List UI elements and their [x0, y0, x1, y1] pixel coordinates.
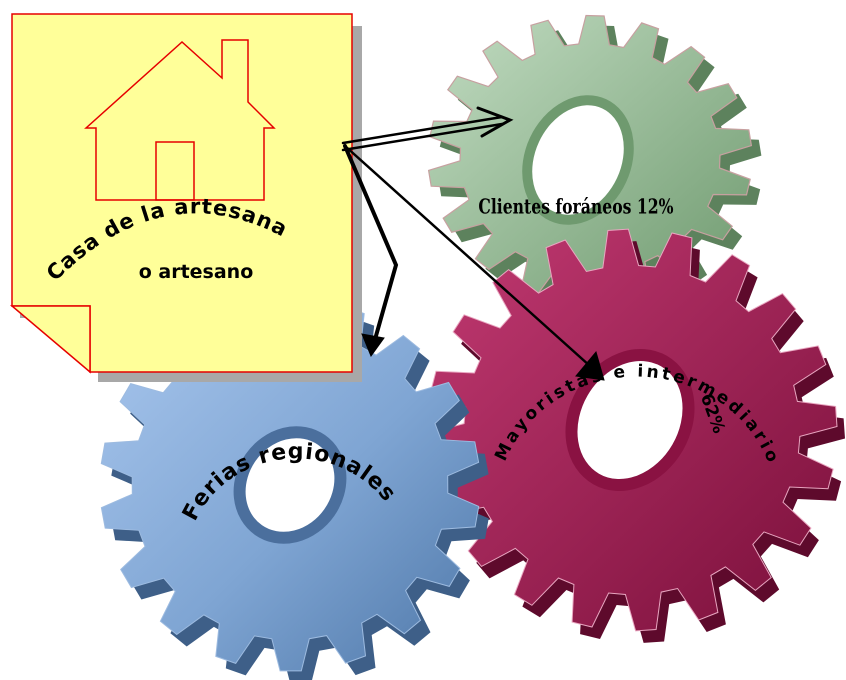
label-clientes-foraneos: Clientes foráneos 12% [478, 196, 673, 219]
house-title-line2: o artesano [139, 261, 254, 283]
house-card: Casa de la artesana o artesano [12, 14, 362, 382]
note-fold [12, 306, 90, 372]
